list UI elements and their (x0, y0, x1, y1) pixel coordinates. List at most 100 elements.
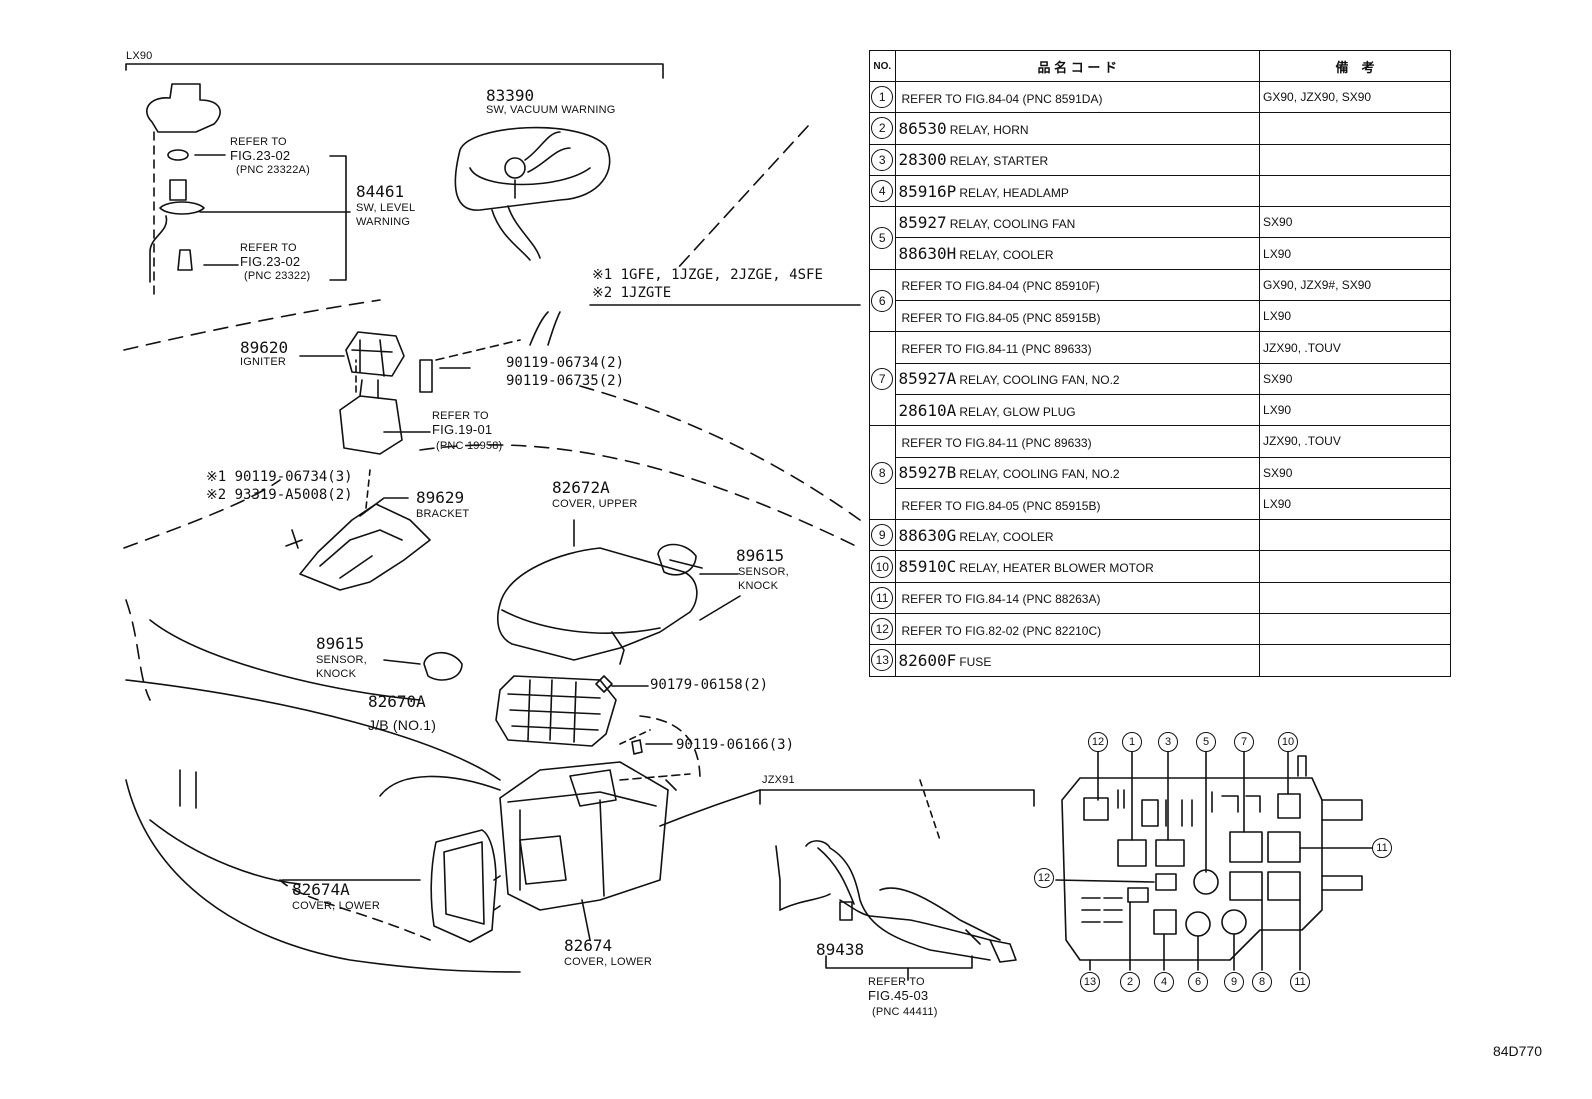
row-part-code[interactable]: 85916P (898, 181, 957, 201)
part-name-82672a: COVER, UPPER (552, 498, 638, 510)
row-number-circle: 7 (871, 367, 894, 390)
table-row[interactable]: REFER TO FIG.84-05 (PNC 85915B)LX90 (870, 300, 1451, 333)
refer-fig-2302a-line3: (PNC 23322A) (236, 164, 310, 176)
row-remark: JZX90, .TOUV (1259, 425, 1451, 458)
callout-bottom[interactable]: 11 (1290, 972, 1310, 992)
row-number: 6 (869, 268, 896, 333)
row-part-code[interactable]: 85927A (898, 369, 957, 389)
row-part-code[interactable]: 85927 (898, 212, 947, 232)
bolt-90119-06734-2[interactable]: 90119-06734(2) (506, 355, 625, 371)
row-part-name: RELAY, STARTER (949, 154, 1049, 169)
callout-right[interactable]: 11 (1372, 838, 1392, 858)
callout-top[interactable]: 10 (1278, 732, 1298, 752)
callout-top[interactable]: 12 (1088, 732, 1108, 752)
row-description: REFER TO FIG.84-05 (PNC 85915B) (894, 300, 1261, 333)
part-name-82674a: COVER, LOWER (292, 900, 380, 912)
row-part-code[interactable]: 28300 (898, 150, 947, 170)
callout-bottom[interactable]: 6 (1188, 972, 1208, 992)
row-part-name: RELAY, HEATER BLOWER MOTOR (959, 561, 1154, 576)
callout-top[interactable]: 5 (1196, 732, 1216, 752)
callout-left[interactable]: 12 (1034, 868, 1054, 888)
part-number-84461[interactable]: 84461 (356, 182, 405, 201)
refer-fig-2302a-line2[interactable]: FIG.23-02 (230, 148, 291, 163)
part-number-82670a[interactable]: 82670A (368, 692, 426, 711)
row-part-name: REFER TO FIG.82-02 (PNC 82210C) (901, 623, 1102, 638)
engine-note-1: ※1 1GFE, 1JZGE, 2JZGE, 4SFE (592, 267, 823, 283)
bolt-90119-06166[interactable]: 90119-06166(3) (676, 737, 795, 753)
row-part-code[interactable]: 28610A (898, 400, 957, 420)
bolt-90119-06734-3[interactable]: ※1 90119-06734(3) (206, 469, 353, 485)
part-number-89620[interactable]: 89620 (240, 338, 289, 357)
header-no: NO. (869, 50, 896, 82)
row-number: 1 (869, 80, 896, 114)
callout-bottom[interactable]: 2 (1120, 972, 1140, 992)
part-number-82674[interactable]: 82674 (564, 936, 613, 955)
row-part-name: RELAY, HEADLAMP (959, 185, 1069, 200)
row-part-code[interactable]: 88630G (898, 525, 957, 545)
row-part-code[interactable]: 86530 (898, 118, 947, 138)
bolt-90119-06735-2[interactable]: 90119-06735(2) (506, 373, 625, 389)
refer-fig-1901-line3: (PNC 19958) (436, 440, 503, 452)
refer-fig-4503-line2[interactable]: FIG.45-03 (868, 988, 929, 1003)
header-remarks: 備 考 (1259, 50, 1451, 82)
callout-top[interactable]: 3 (1158, 732, 1178, 752)
row-part-code[interactable]: 88630H (898, 244, 957, 264)
refer-fig-2302-line1: REFER TO (240, 242, 297, 254)
row-number: 13 (869, 644, 896, 677)
bolt-90179-06158[interactable]: 90179-06158(2) (650, 677, 769, 693)
table-row[interactable]: 12 REFER TO FIG.82-02 (PNC 82210C) (869, 613, 1451, 646)
callout-bottom[interactable]: 4 (1154, 972, 1174, 992)
part-number-89615-right[interactable]: 89615 (736, 546, 785, 565)
part-name-83390: SW, VACUUM WARNING (486, 104, 616, 116)
part-name-89615-left-line2: KNOCK (316, 668, 357, 680)
part-number-89438[interactable]: 89438 (816, 940, 865, 959)
row-number-circle: 12 (871, 618, 894, 641)
part-number-82674a[interactable]: 82674A (292, 880, 350, 899)
row-part-code[interactable]: 85910C (898, 557, 957, 577)
refer-fig-2302-line3: (PNC 23322) (244, 270, 311, 282)
callout-top[interactable]: 1 (1122, 732, 1142, 752)
part-name-89620: IGNITER (240, 356, 287, 368)
row-number: 10 (869, 550, 896, 583)
callout-bottom[interactable]: 9 (1224, 972, 1244, 992)
row-remark: LX90 (1259, 300, 1451, 333)
refer-fig-2302-line2[interactable]: FIG.23-02 (240, 254, 301, 269)
row-part-code[interactable]: 82600F (898, 650, 957, 670)
bolt-93319-a5008[interactable]: ※2 93319-A5008(2) (206, 487, 353, 503)
row-part-name: REFER TO FIG.84-04 (PNC 85910F) (901, 279, 1100, 294)
row-remark: SX90 (1259, 362, 1451, 395)
part-number-82672a[interactable]: 82672A (552, 478, 610, 497)
callout-top[interactable]: 7 (1234, 732, 1254, 752)
row-part-code[interactable]: 85927B (898, 463, 957, 483)
refer-fig-1901-line2[interactable]: FIG.19-01 (432, 422, 493, 437)
part-number-83390[interactable]: 83390 (486, 86, 535, 105)
table-row[interactable]: REFER TO FIG.84-05 (PNC 85915B)LX90 (870, 487, 1451, 521)
callout-bottom[interactable]: 13 (1080, 972, 1100, 992)
callout-bottom[interactable]: 8 (1252, 972, 1272, 992)
part-name-89629: BRACKET (416, 508, 470, 520)
part-number-89629[interactable]: 89629 (416, 488, 465, 507)
part-number-89615-left[interactable]: 89615 (316, 634, 365, 653)
